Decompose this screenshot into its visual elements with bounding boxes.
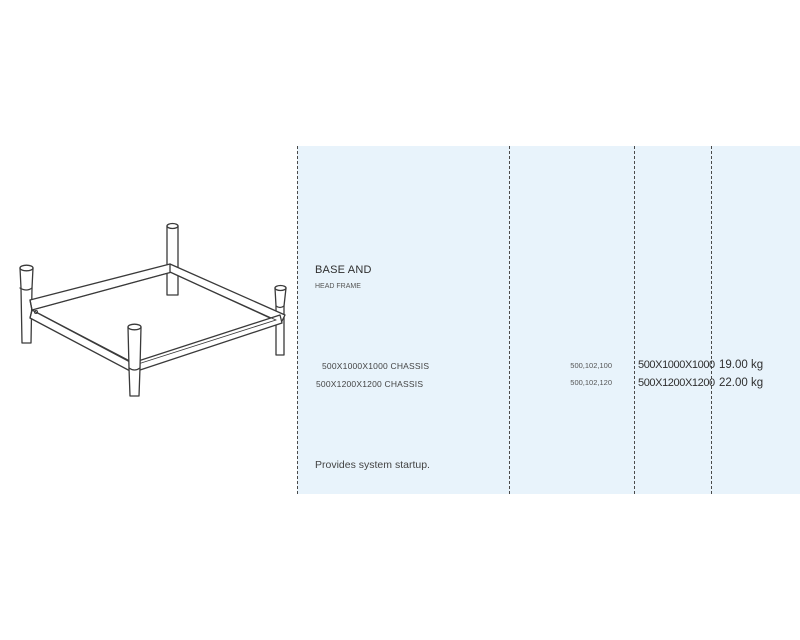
column-divider xyxy=(297,146,298,494)
column-divider xyxy=(711,146,712,494)
row-name: 500X1000X1000 CHASSIS xyxy=(322,361,430,371)
row-code: 500,102,120 xyxy=(570,378,612,387)
row-dimensions: 500X1200X1200 xyxy=(638,377,715,389)
row-dimensions: 500X1000X1000 xyxy=(638,359,715,371)
product-subtitle: HEAD FRAME xyxy=(315,283,361,290)
spec-panel xyxy=(297,146,800,494)
column-divider xyxy=(634,146,635,494)
row-name: 500X1200X1200 CHASSIS xyxy=(316,379,424,389)
frame-chassis-drawing-icon xyxy=(19,222,287,397)
column-divider xyxy=(509,146,510,494)
row-weight: 19.00 kg xyxy=(719,359,764,371)
row-weight: 22.00 kg xyxy=(719,377,764,389)
product-description: Provides system startup. xyxy=(315,459,430,471)
product-title: BASE AND xyxy=(315,264,372,276)
row-code: 500,102,100 xyxy=(570,361,612,370)
